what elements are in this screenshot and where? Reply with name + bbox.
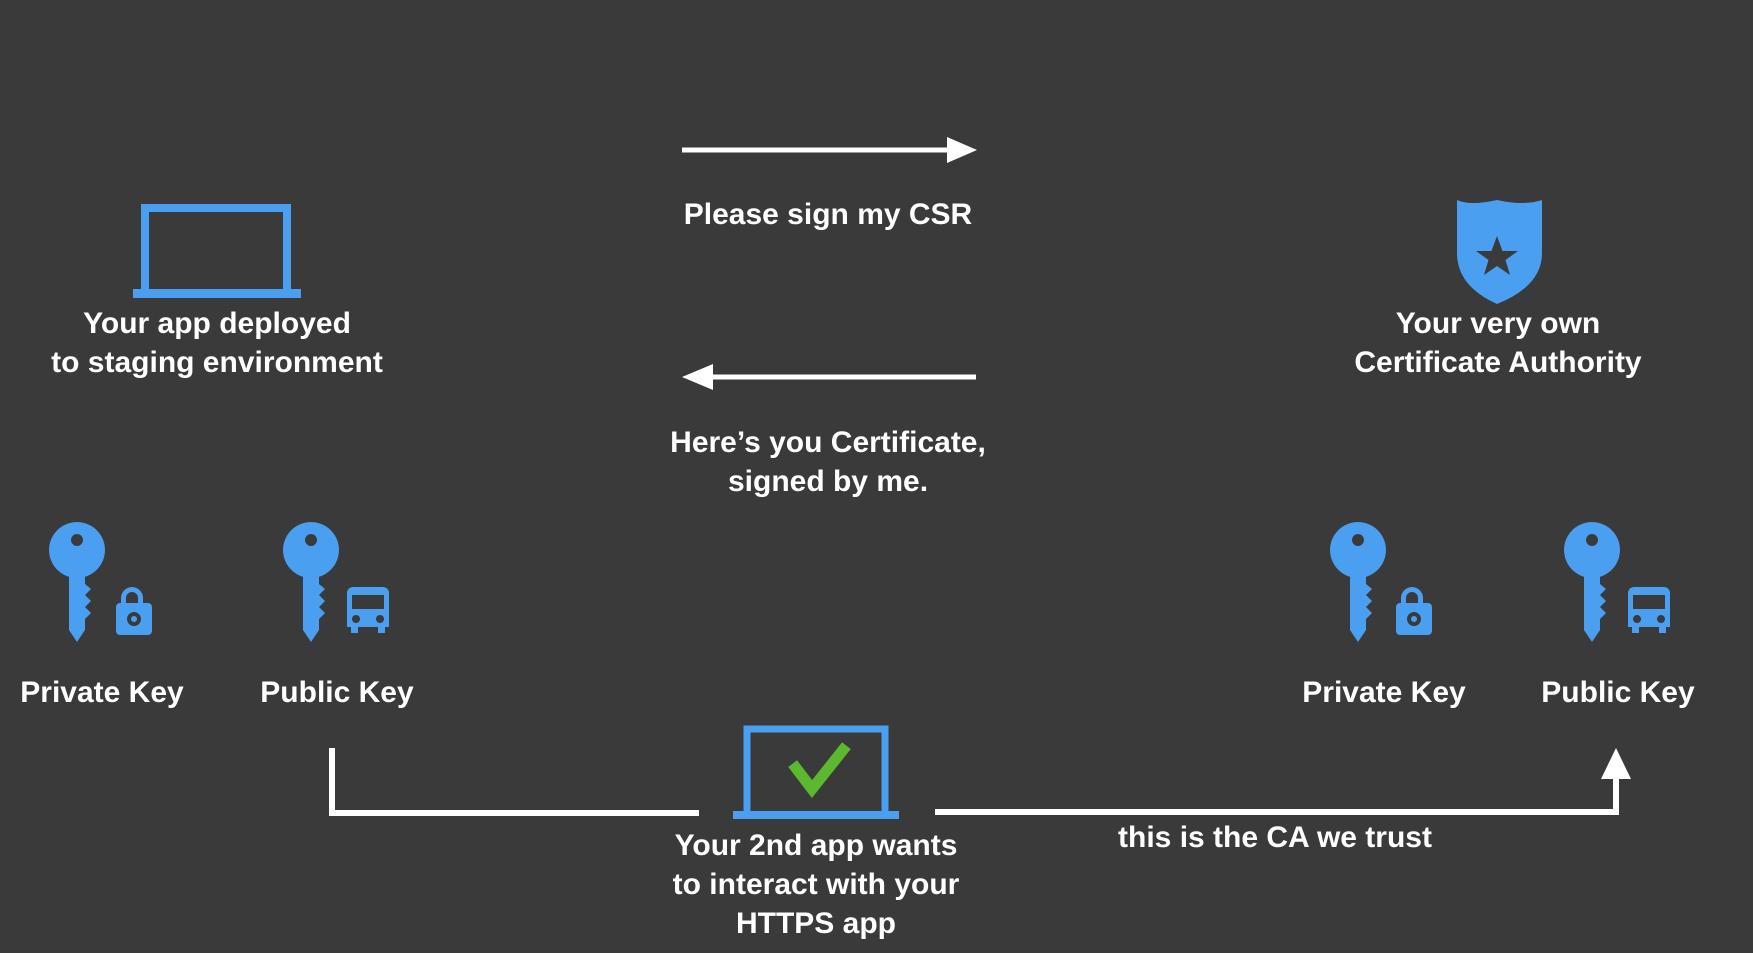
laptop-checkmark-icon: [733, 725, 899, 819]
bus-icon: [347, 587, 389, 633]
staging-public-key-icon: [282, 522, 389, 642]
ca-private-key-label: Private Key: [1302, 676, 1466, 709]
ca-public-key-label: Public Key: [1541, 676, 1695, 709]
request-arrow-label: Please sign my CSR: [683, 198, 973, 231]
response-line1: Here’s you Certificate,: [670, 426, 986, 459]
second-app-line1: Your 2nd app wants: [674, 829, 958, 862]
ca-label: Your very own Certificate Authority: [1320, 304, 1676, 382]
request-arrow: [682, 137, 977, 163]
staging-app-line1: Your app deployed: [83, 307, 351, 340]
laptop-icon: [133, 204, 301, 298]
response-arrow-label: Here’s you Certificate, signed by me.: [628, 423, 1028, 501]
second-app-line3: HTTPS app: [735, 907, 896, 940]
second-app-label: Your 2nd app wants to interact with your…: [626, 826, 1006, 943]
trust-connector: [935, 748, 1631, 815]
bus-icon: [1628, 587, 1670, 633]
staging-private-key-icon: [48, 522, 152, 642]
response-line2: signed by me.: [727, 465, 929, 498]
padlock-icon: [1396, 587, 1432, 635]
ca-line1: Your very own: [1395, 307, 1601, 340]
response-arrow: [682, 364, 976, 390]
ca-private-key-icon: [1329, 522, 1432, 642]
staging-public-key-label: Public Key: [260, 676, 414, 709]
ca-public-key-icon: [1563, 522, 1670, 642]
staging-app-label: Your app deployed to staging environment: [20, 304, 414, 382]
police-badge-icon: [1457, 200, 1542, 304]
staging-private-key-label: Private Key: [20, 676, 184, 709]
ca-line2: Certificate Authority: [1354, 346, 1642, 379]
public-key-connector: [329, 748, 699, 816]
padlock-icon: [116, 587, 152, 635]
trust-connector-label: this is the CA we trust: [1118, 821, 1432, 854]
staging-app-line2: to staging environment: [51, 346, 383, 379]
second-app-line2: to interact with your: [672, 868, 960, 901]
